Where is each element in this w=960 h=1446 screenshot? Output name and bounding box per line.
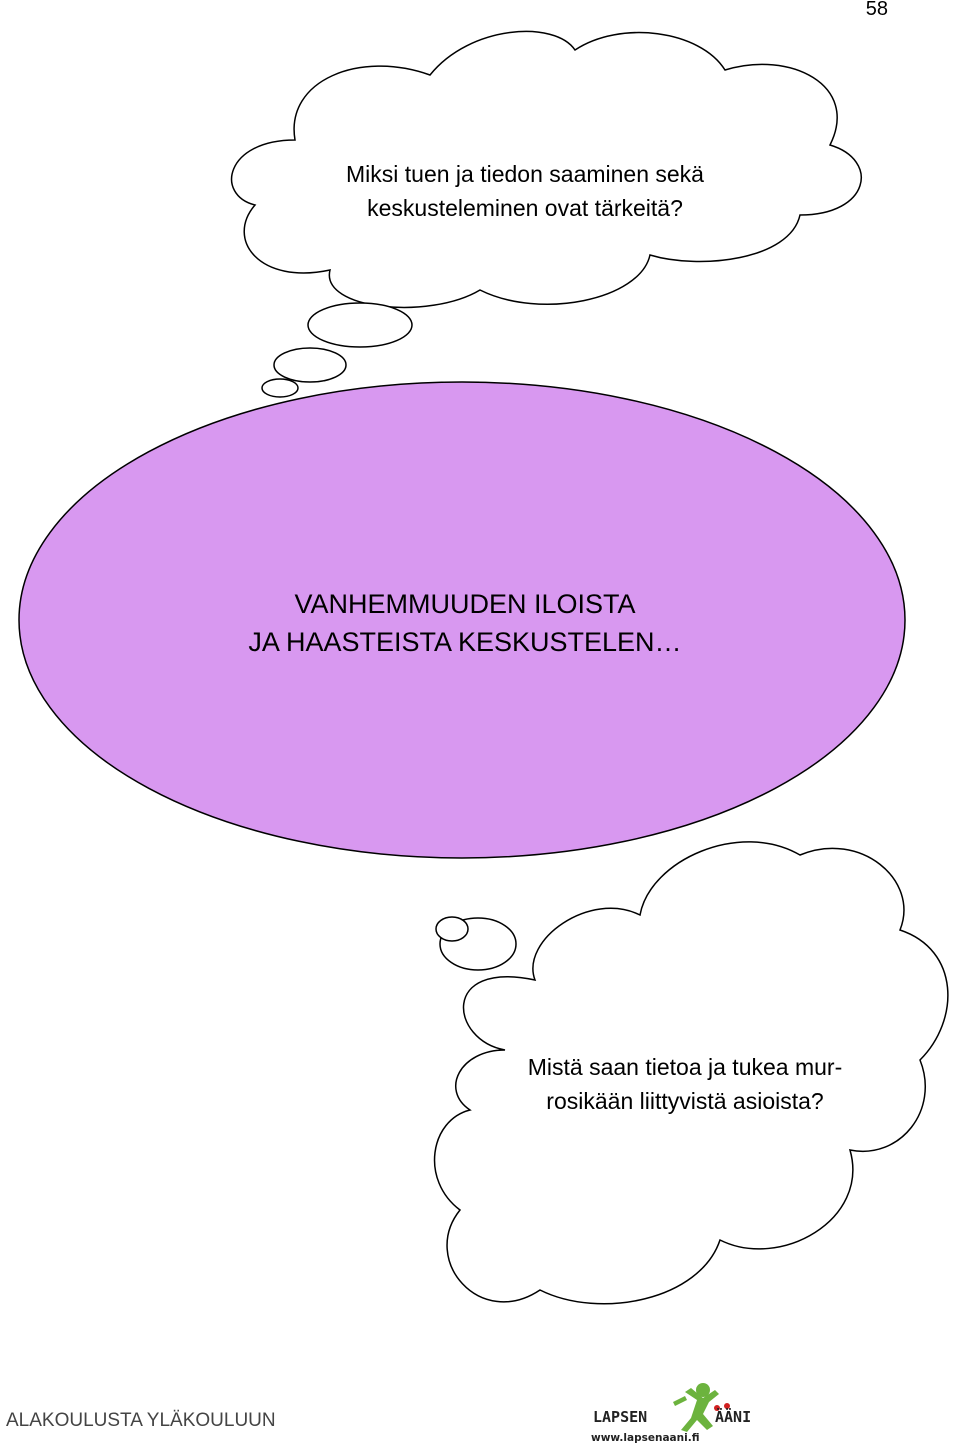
bottom-cloud-line-2: rosikään liittyvistä asioista? (546, 1088, 824, 1114)
lapsen-aani-logo: LAPSEN ÄÄNI www.lapsenaani.fi (591, 1383, 751, 1444)
heading-line-2: JA HAASTEISTA KESKUSTELEN… (248, 627, 682, 657)
central-heading: VANHEMMUUDEN ILOISTA JA HAASTEISTA KESKU… (160, 585, 770, 661)
logo-url: www.lapsenaani.fi (591, 1432, 699, 1444)
top-cloud-text: Miksi tuen ja tiedon saaminen sekä kesku… (300, 157, 750, 225)
heading-line-1: VANHEMMUUDEN ILOISTA (294, 589, 636, 619)
thought-bubble-small (261, 378, 299, 398)
bottom-cloud-text: Mistä saan tietoa ja tukea mur- rosikään… (490, 1050, 880, 1118)
thought-bubble-large (307, 302, 413, 348)
thought-bubble-bottom-small (435, 916, 469, 942)
bottom-thought-cloud (433, 841, 949, 1305)
central-ellipse (18, 381, 906, 859)
page-number: 58 (865, 0, 888, 20)
top-cloud-line-1: Miksi tuen ja tiedon saaminen sekä (346, 161, 704, 187)
bottom-cloud-line-1: Mistä saan tietoa ja tukea mur- (527, 1054, 843, 1080)
thought-bubble-medium (273, 347, 347, 383)
top-cloud-line-2: keskusteleminen ovat tärkeitä? (367, 195, 683, 221)
footer-text: ALAKOULUSTA YLÄKOULUUN (6, 1410, 276, 1431)
top-thought-cloud (230, 30, 862, 309)
logo-word-2: ÄÄNI (715, 1407, 751, 1426)
logo-word-1: LAPSEN (593, 1408, 647, 1426)
